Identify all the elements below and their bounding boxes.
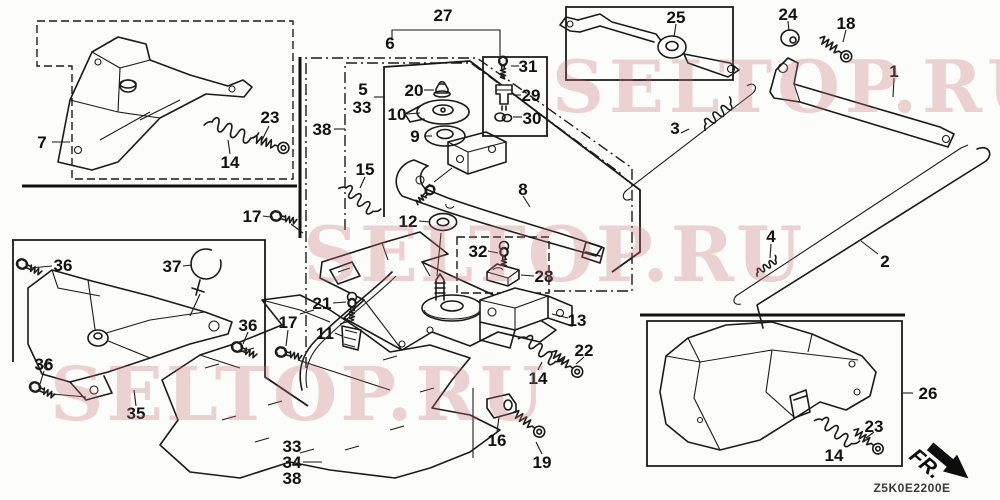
nut-24 bbox=[781, 30, 799, 46]
part-label-1-5: 1 bbox=[889, 62, 898, 81]
leader-lines bbox=[30, 21, 913, 462]
box-part-38 bbox=[306, 58, 632, 368]
bolt-17-a bbox=[268, 208, 299, 228]
bolt-18 bbox=[816, 32, 855, 65]
part-label-34-41: 34 bbox=[283, 453, 302, 472]
part-label-35-37: 35 bbox=[127, 404, 146, 423]
part-label-36-27: 36 bbox=[54, 256, 73, 275]
part-label-9-14: 9 bbox=[410, 127, 419, 146]
part-label-8-20: 8 bbox=[518, 180, 527, 199]
bracket-7 bbox=[58, 37, 252, 170]
lever-1 bbox=[770, 58, 954, 147]
part-label-27-0: 27 bbox=[434, 6, 453, 25]
gasket-plate-33-34-38 bbox=[160, 295, 500, 478]
part-label-32-25: 32 bbox=[469, 242, 488, 261]
part-label-6-1: 6 bbox=[385, 34, 394, 53]
part-label-14-45: 14 bbox=[825, 446, 844, 465]
part-label-2-24: 2 bbox=[880, 252, 889, 271]
part-label-38-13: 38 bbox=[313, 120, 332, 139]
part-label-36-36: 36 bbox=[35, 355, 54, 374]
part-label-17-21: 17 bbox=[243, 207, 262, 226]
clip-11 bbox=[342, 326, 361, 350]
joint-block-6 bbox=[412, 132, 506, 208]
part-label-4-23: 4 bbox=[766, 227, 776, 246]
clamp-28 bbox=[487, 264, 519, 286]
part-label-33-40: 33 bbox=[283, 437, 302, 456]
part-label-14-35: 14 bbox=[529, 369, 548, 388]
fr-direction-arrow bbox=[926, 442, 969, 479]
part-label-3-15: 3 bbox=[670, 119, 679, 138]
box-part-6-assembly bbox=[384, 61, 640, 272]
part-label-5-10: 5 bbox=[358, 80, 367, 99]
box-parts-31-29-30 bbox=[483, 57, 547, 136]
plate-10 bbox=[405, 100, 469, 124]
bracket-35 bbox=[28, 270, 232, 400]
nut-20 bbox=[433, 80, 451, 98]
part-label-36-30: 36 bbox=[239, 316, 258, 335]
part-label-17-29: 17 bbox=[279, 313, 298, 332]
part-label-28-26: 28 bbox=[535, 267, 554, 286]
collar-16 bbox=[487, 394, 516, 418]
diagram-code: Z5K0E2200E bbox=[873, 481, 950, 495]
part-label-14-18: 14 bbox=[221, 153, 240, 172]
part-label-11-32: 11 bbox=[316, 324, 334, 343]
part-label-23-17: 23 bbox=[261, 108, 280, 127]
rod-4 bbox=[734, 145, 968, 304]
part-label-21-31: 21 bbox=[313, 294, 332, 313]
part-label-7-16: 7 bbox=[37, 133, 46, 152]
part-label-23-44: 23 bbox=[865, 417, 884, 436]
part-label-16-38: 16 bbox=[488, 431, 507, 450]
clip-37 bbox=[191, 249, 221, 295]
bracket-line-27 bbox=[392, 30, 500, 56]
part-label-30-8: 30 bbox=[523, 109, 542, 128]
part-label-20-9: 20 bbox=[405, 81, 424, 100]
box-part-35 bbox=[13, 240, 308, 406]
part-label-33-11: 33 bbox=[353, 98, 372, 117]
enclosure-boxes bbox=[13, 7, 905, 466]
screw-31 bbox=[498, 55, 508, 80]
bolt-36-b bbox=[229, 339, 259, 362]
bolt-23-top bbox=[250, 131, 292, 156]
part-label-18-4: 18 bbox=[837, 14, 856, 33]
screw-32 bbox=[500, 242, 509, 270]
spring-wire-3 bbox=[623, 84, 755, 200]
base-plate-assembly bbox=[300, 232, 556, 390]
part-label-15-19: 15 bbox=[356, 160, 375, 179]
bolt-36-c bbox=[27, 379, 57, 402]
part-label-22-34: 22 bbox=[575, 341, 594, 360]
box-part-26 bbox=[647, 321, 902, 466]
part-label-31-6: 31 bbox=[519, 57, 538, 76]
washer-12 bbox=[428, 212, 458, 232]
spring-14-top bbox=[203, 110, 260, 148]
rod-2 bbox=[757, 148, 990, 328]
part-label-26-43: 26 bbox=[919, 384, 938, 403]
part-label-19-39: 19 bbox=[533, 453, 552, 472]
part-label-10-12: 10 bbox=[388, 105, 407, 124]
box-part-7 bbox=[37, 21, 293, 179]
washer-9 bbox=[425, 126, 465, 146]
lever-25 bbox=[560, 14, 739, 77]
part-label-38-42: 38 bbox=[283, 469, 302, 488]
fr-direction: FR. bbox=[905, 442, 969, 484]
screw-21 bbox=[348, 293, 357, 321]
part-label-24-3: 24 bbox=[779, 5, 798, 24]
joint-29 bbox=[496, 85, 512, 110]
part-label-12-22: 12 bbox=[399, 212, 418, 231]
box-part-25 bbox=[566, 7, 733, 80]
arm-8 bbox=[396, 160, 604, 263]
bracket-13 bbox=[480, 288, 572, 348]
nut-30 bbox=[495, 113, 512, 122]
part-label-25-2: 25 bbox=[667, 8, 686, 27]
part-label-29-7: 29 bbox=[522, 86, 541, 105]
part-label-37-28: 37 bbox=[163, 257, 182, 276]
part-label-13-33: 13 bbox=[568, 311, 587, 330]
cover-26 bbox=[660, 322, 876, 450]
